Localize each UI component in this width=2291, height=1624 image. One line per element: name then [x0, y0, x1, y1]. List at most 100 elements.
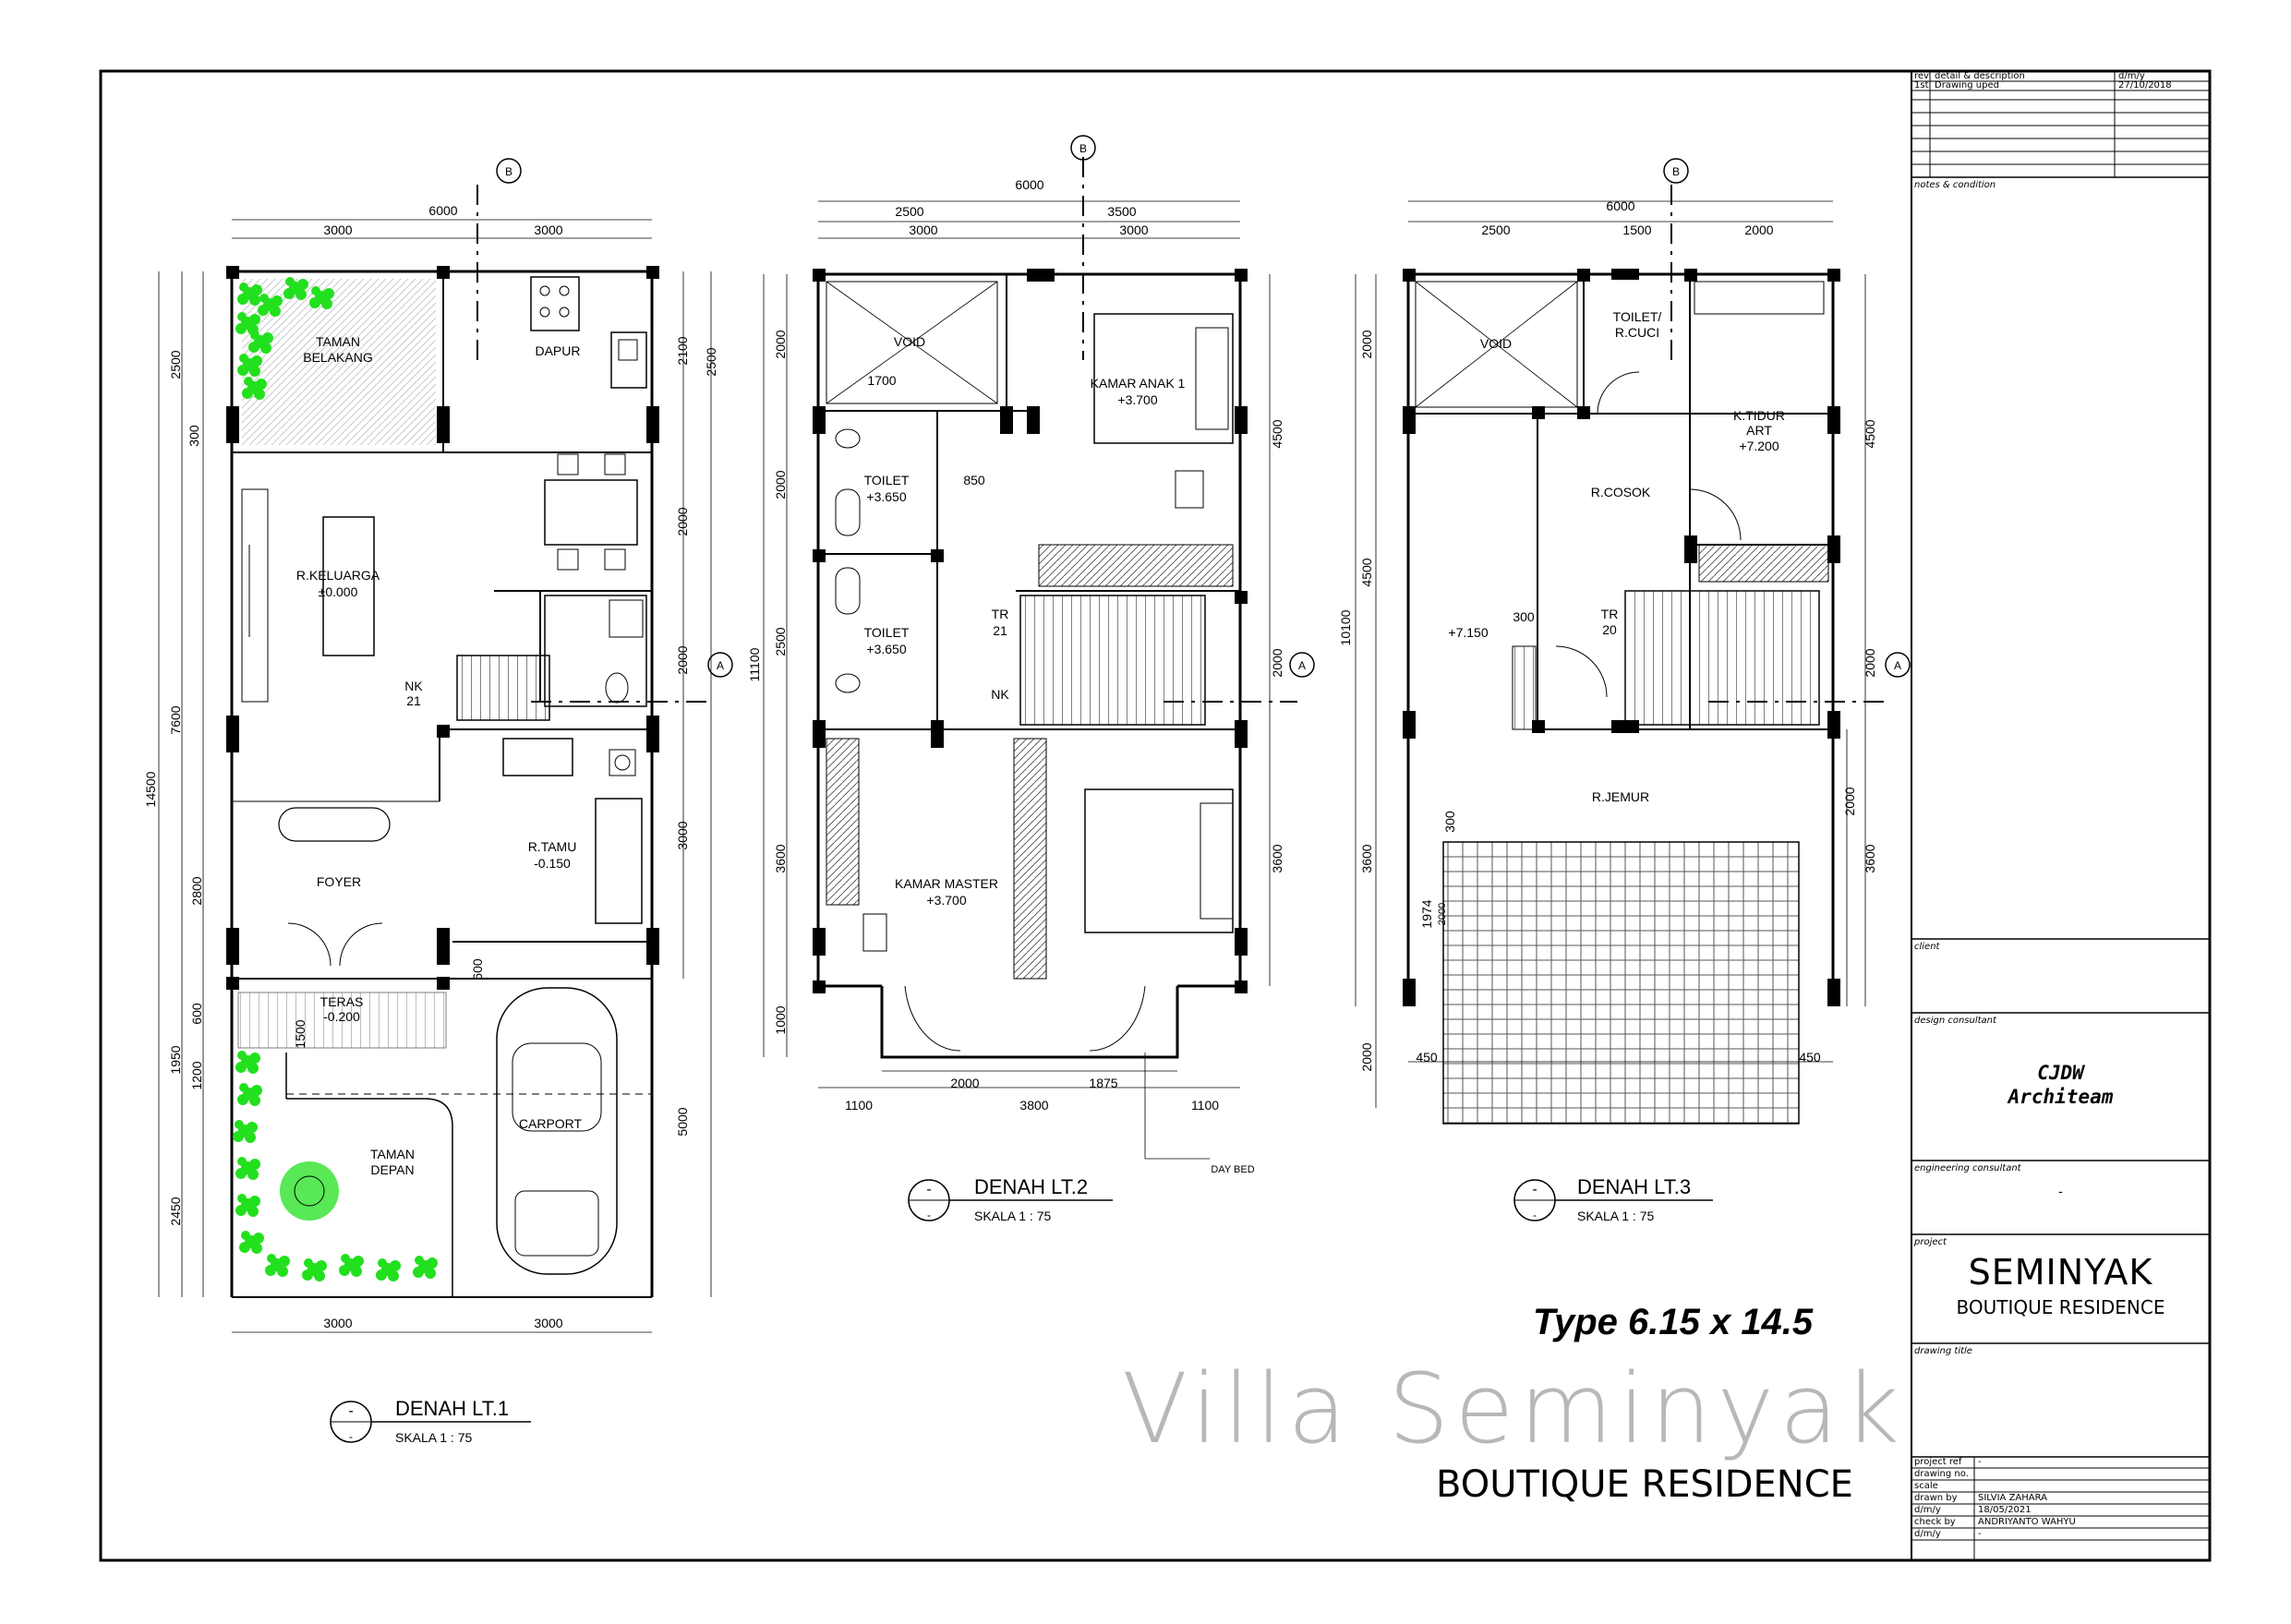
room-lt2-toilet1: TOILET	[864, 473, 910, 487]
lt1-marker-top: -	[348, 1403, 353, 1419]
design-consultant-name: CJDW	[2037, 1062, 2084, 1084]
engineering-consultant-label: engineering consultant	[1914, 1163, 2021, 1173]
rev-row1-rev: 1st	[1914, 80, 1929, 90]
room-lt3-rcuci: R.CUCI	[1615, 325, 1659, 340]
design-consultant-name-2: Architeam	[2008, 1086, 2114, 1108]
dim-lt1-2100: 2100	[675, 336, 690, 365]
dim-lt2-1700: 1700	[867, 373, 896, 388]
dim-lt2-6000: 6000	[1015, 177, 1043, 192]
info-label-drawing-no: drawing no.	[1914, 1469, 1969, 1479]
dim-lt2-850: 850	[963, 473, 985, 487]
rev-header-rev: rev	[1914, 71, 1929, 81]
room-lt1-belakang: BELAKANG	[303, 350, 372, 365]
room-lt2-21: 21	[993, 623, 1007, 638]
dim-lt2-2000r: 2000	[1270, 648, 1284, 677]
dim-lt3-2000r: 2000	[1863, 648, 1877, 677]
room-lt3-elev: +7.150	[1448, 625, 1488, 640]
dim-lt1-3000r: 3000	[675, 821, 690, 849]
lt3-marker-bottom: -	[1533, 1209, 1537, 1221]
rev-row1-date: 27/10/2018	[2118, 80, 2172, 90]
lt1-title: DENAH LT.1	[395, 1397, 509, 1420]
room-lt1-tamu-elev: -0.150	[534, 856, 571, 871]
plan-lt1	[158, 219, 712, 1333]
dim-lt1-2500: 2500	[168, 350, 183, 379]
dim-lt1-2500r: 2500	[704, 347, 718, 376]
dim-lt1-7600: 7600	[168, 705, 183, 734]
dim-lt1-1200: 1200	[189, 1061, 204, 1089]
dim-lt2-2500: 2500	[895, 204, 923, 219]
room-lt3-20: 20	[1602, 622, 1617, 637]
room-lt1-teras: TERAS	[320, 994, 364, 1009]
lt3-title: DENAH LT.3	[1577, 1175, 1691, 1198]
rev-row1-detail: Drawing uped	[1935, 80, 1999, 90]
room-lt2-anak-elev: +3.700	[1117, 392, 1157, 407]
info-label-project-ref: project ref	[1914, 1457, 1962, 1467]
info-label-scale: scale	[1914, 1481, 1938, 1491]
dim-lt2-11100: 11100	[747, 647, 762, 681]
dim-lt3-4500: 4500	[1359, 558, 1374, 586]
client-label: client	[1914, 942, 1940, 952]
dim-lt3-300: 300	[1513, 609, 1535, 624]
villa-watermark-title: Villa Seminyak	[1122, 1353, 1905, 1465]
dim-lt3-2000c: 2000	[1437, 903, 1448, 925]
lt2-marker-top: -	[926, 1182, 931, 1197]
dim-lt1-3000b: 3000	[534, 223, 562, 237]
lt3-scale: SKALA 1 : 75	[1577, 1209, 1654, 1223]
room-lt3-ktidur: K.TIDUR	[1733, 408, 1785, 423]
room-lt2-master: KAMAR MASTER	[895, 876, 998, 891]
dim-lt2-3800: 3800	[1019, 1098, 1048, 1113]
section-b-lt1: B	[505, 165, 512, 178]
dim-lt2-2000a: 2000	[773, 330, 788, 358]
dim-lt2-1000: 1000	[773, 1005, 788, 1034]
info-label-drawn-by: drawn by	[1914, 1493, 1958, 1503]
section-markers	[476, 135, 1911, 703]
lt1-scale: SKALA 1 : 75	[395, 1430, 472, 1445]
drawing-title-label: drawing title	[1914, 1346, 1972, 1356]
rev-header-date: d/m/y	[2118, 71, 2145, 81]
dim-lt1-2800: 2800	[189, 876, 204, 905]
lt2-title: DENAH LT.2	[974, 1175, 1088, 1198]
info-value-project-ref: -	[1978, 1457, 1982, 1467]
dim-lt3-1500: 1500	[1622, 223, 1651, 237]
dim-lt1-300: 300	[187, 425, 201, 447]
info-value-date1: 18/05/2021	[1978, 1505, 2032, 1515]
dim-lt3-2000r2: 2000	[1842, 787, 1857, 815]
room-lt2-toilet2-elev: +3.650	[866, 642, 906, 656]
room-lt3-toilet: TOILET/	[1613, 309, 1662, 324]
dim-lt1-2000b: 2000	[675, 645, 690, 674]
dim-lt1-2000a: 2000	[675, 507, 690, 535]
info-value-date2: -	[1978, 1529, 1982, 1539]
section-b-lt3: B	[1672, 165, 1680, 178]
room-lt2-toilet2: TOILET	[864, 625, 910, 640]
info-label-date2: d/m/y	[1914, 1529, 1941, 1539]
room-lt2-toilet1-elev: +3.650	[866, 489, 906, 504]
info-value-check-by: ANDRIYANTO WAHYU	[1978, 1517, 2076, 1527]
room-lt1-21: 21	[406, 693, 421, 708]
room-lt2-master-elev: +3.700	[926, 893, 966, 908]
dim-lt2-2500: 2500	[773, 627, 788, 656]
dim-lt2-4500: 4500	[1270, 419, 1284, 448]
room-lt3-jemur: R.JEMUR	[1592, 789, 1649, 804]
dim-lt2-3500: 3500	[1107, 204, 1136, 219]
lt1-labels: 6000 3000 3000 2500 300 7600 14500 2800 …	[143, 203, 718, 1330]
room-lt1-keluarga: R.KELUARGA	[296, 568, 380, 583]
info-label-date1: d/m/y	[1914, 1505, 1941, 1515]
dim-lt3-450b: 450	[1799, 1050, 1821, 1065]
dim-lt2-3000a: 3000	[909, 223, 937, 237]
room-lt1-carport: CARPORT	[519, 1116, 583, 1131]
section-marker-labels: B B B A A A	[505, 142, 1901, 672]
dim-lt1-6000: 6000	[428, 203, 457, 218]
room-lt1-taman2: TAMAN	[370, 1147, 415, 1161]
dim-lt3-1974: 1974	[1419, 899, 1434, 928]
dim-lt1-14500: 14500	[143, 771, 158, 807]
boutique-title: BOUTIQUE RESIDENCE	[1436, 1463, 1853, 1506]
dim-lt3-2000b: 2000	[1359, 1042, 1374, 1071]
design-consultant-label: design consultant	[1914, 1016, 1996, 1026]
room-lt1-taman: TAMAN	[316, 334, 360, 349]
room-lt1-tamu: R.TAMU	[528, 839, 577, 854]
dim-lt2-3600: 3600	[773, 844, 788, 872]
dim-lt3-4500r: 4500	[1863, 419, 1877, 448]
room-lt1-elev: ±0.000	[319, 584, 358, 599]
room-lt2-void: VOID	[894, 334, 925, 349]
project-name: SEMINYAK	[1968, 1252, 2153, 1293]
